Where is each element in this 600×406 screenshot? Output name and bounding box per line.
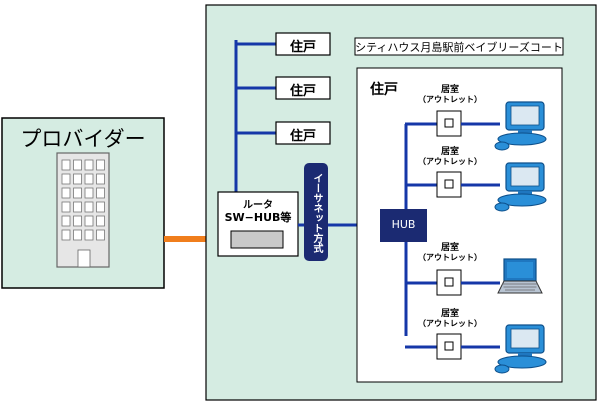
unit-label: 住戸 xyxy=(289,129,316,144)
outlet-box xyxy=(436,333,462,360)
router-label-line1: ルータ xyxy=(243,200,273,211)
outlet-box xyxy=(436,269,462,296)
room-label: 居室 xyxy=(440,309,459,319)
room-label: 居室 xyxy=(440,147,459,157)
hub-box xyxy=(380,209,427,242)
room-outlet-label: （アウトレット） xyxy=(418,95,482,104)
room-outlet-label: （アウトレット） xyxy=(418,157,482,166)
hub-label: HUB xyxy=(391,218,416,231)
unit-box xyxy=(275,121,331,145)
router-label-line2: SW−HUB等 xyxy=(224,211,292,224)
outlet-box xyxy=(436,110,462,137)
provider-label: プロバイダー xyxy=(20,127,146,151)
office-building-icon xyxy=(56,152,110,268)
desktop-computer-icon xyxy=(494,101,547,151)
room-outlet-label: （アウトレット） xyxy=(418,253,482,262)
room-label: 居室 xyxy=(440,243,459,253)
building-name: シティハウス月島駅前ベイブリーズコート xyxy=(355,41,563,54)
room-label: 居室 xyxy=(440,85,459,95)
laptop-computer-icon xyxy=(497,258,543,294)
unit-box xyxy=(275,76,331,100)
room-outlet-label: （アウトレット） xyxy=(418,319,482,328)
unit-interior-label: 住戸 xyxy=(370,82,398,98)
desktop-computer-icon xyxy=(494,324,547,374)
unit-box xyxy=(275,32,331,56)
desktop-computer-icon xyxy=(494,162,547,212)
ethernet-label: イーサネット方式 xyxy=(311,173,322,253)
unit-label: 住戸 xyxy=(289,84,316,99)
unit-label: 住戸 xyxy=(289,40,316,55)
router-device xyxy=(230,230,284,249)
outlet-box xyxy=(436,171,462,198)
ethernet-bar xyxy=(304,163,328,261)
building-name-box xyxy=(354,37,564,56)
